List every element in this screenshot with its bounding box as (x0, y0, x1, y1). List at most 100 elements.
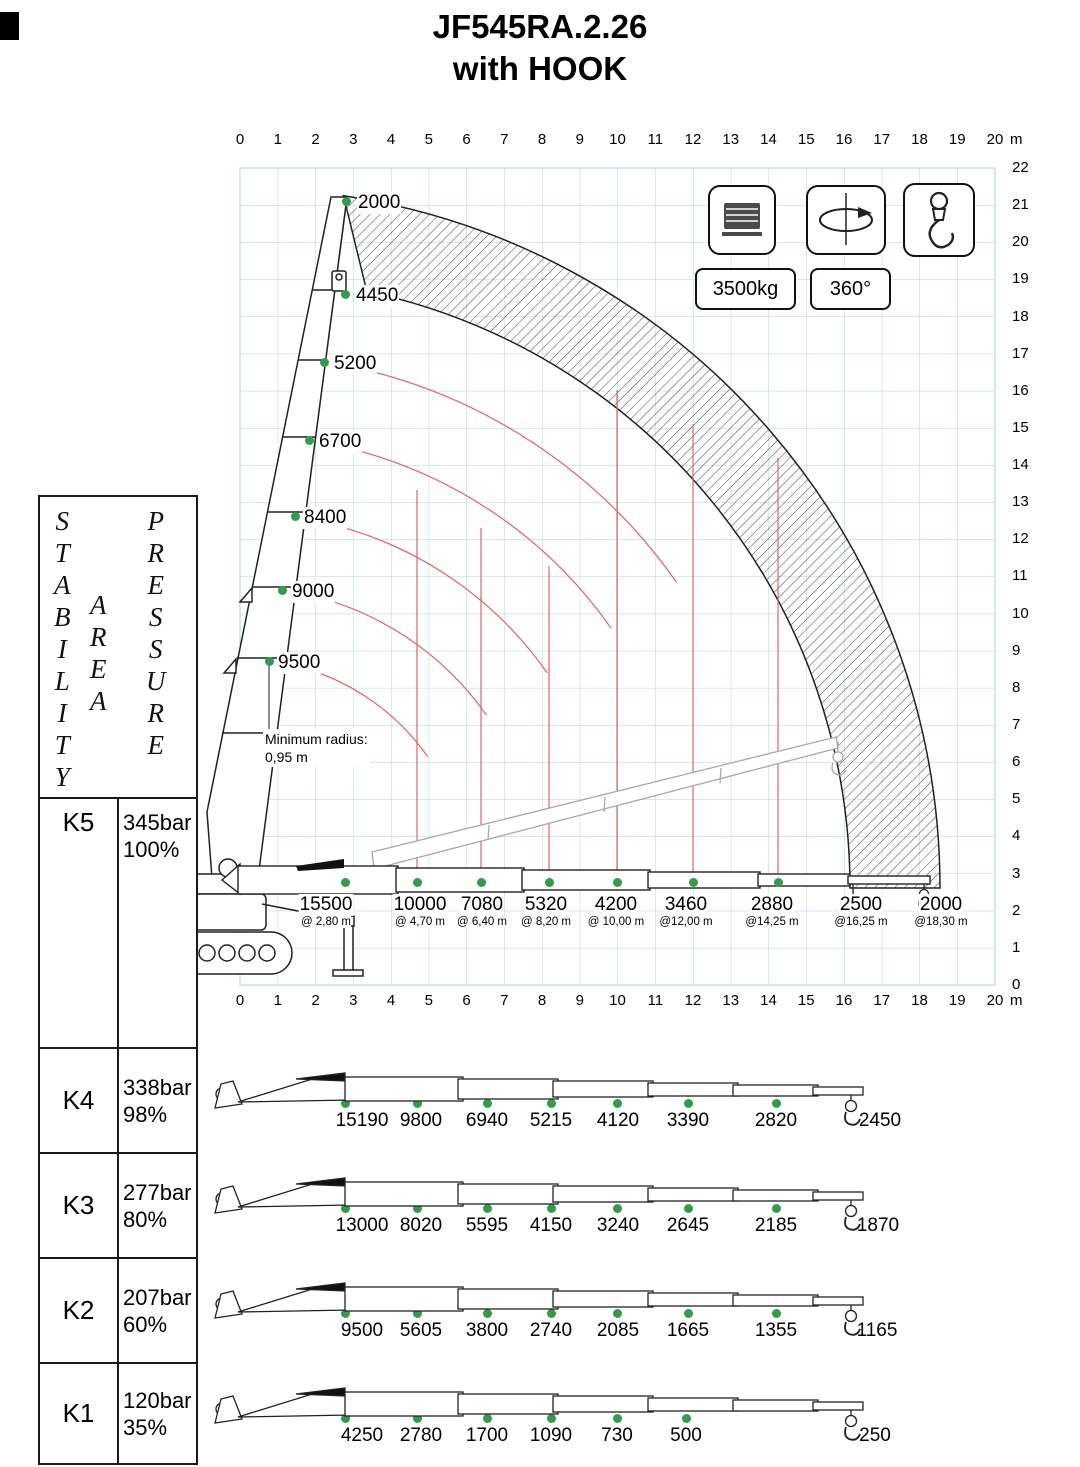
y-axis-tick: 21 (1012, 196, 1029, 214)
capacity-dot (476, 877, 486, 887)
boom-capacity-label: 6700 (318, 431, 363, 453)
x-axis-tick-top: 3 (349, 131, 358, 148)
capacity-dot (612, 1413, 622, 1423)
load-value: 8020 (398, 1215, 444, 1237)
y-axis-tick: 17 (1012, 344, 1029, 362)
x-axis-tick-top: 5 (424, 131, 433, 148)
x-axis-tick-bottom: 16 (835, 992, 853, 1009)
load-value: 9800 (398, 1110, 444, 1132)
x-axis-tick-bottom: 18 (911, 992, 928, 1009)
k5-pressure-cell: 345bar 100% (119, 797, 196, 1047)
capacity-dot (412, 1413, 422, 1423)
x-axis-tick-bottom: 19 (948, 992, 966, 1009)
radial-capacity-radius: @18,30 m (914, 916, 968, 928)
load-value: 3240 (595, 1215, 641, 1237)
load-value: 15190 (334, 1110, 390, 1132)
capacity-dot (290, 511, 300, 521)
x-axis-unit-top: m (1010, 131, 1023, 148)
k2-label: K2 (62, 1295, 95, 1325)
k1-percent: 35% (123, 1414, 168, 1440)
k4-cell: K4 (40, 1047, 119, 1152)
x-axis-tick-top: 20 (986, 131, 1004, 148)
x-axis-unit-bottom: m (1010, 992, 1023, 1009)
y-axis-tick: 14 (1012, 456, 1029, 474)
x-axis-tick-top: 19 (948, 131, 966, 148)
min-radius-note: Minimum radius: 0,95 m (263, 729, 370, 767)
y-axis-tick: 1 (1012, 938, 1021, 956)
y-axis-tick: 13 (1012, 493, 1029, 511)
load-value: 1700 (464, 1425, 510, 1447)
load-value: 4150 (528, 1215, 574, 1237)
hook-subtitle: with HOOK (452, 50, 628, 87)
scan-artifact (0, 12, 19, 40)
capacity-dot (681, 1413, 691, 1423)
x-axis-tick-bottom: 4 (386, 992, 396, 1009)
capacity-dot (546, 1308, 556, 1318)
capacity-dot (340, 1413, 350, 1423)
radial-capacity-radius: @ 2,80 m (300, 916, 352, 928)
hook-load-value: 250 (858, 1425, 892, 1447)
x-axis-tick-top: 14 (760, 131, 777, 148)
rotation-icon (806, 185, 886, 255)
load-value: 1355 (753, 1320, 799, 1342)
radial-capacity-radius: @16,25 m (834, 916, 888, 928)
x-axis-tick-bottom: 8 (537, 992, 547, 1009)
load-value: 2085 (595, 1320, 641, 1342)
y-axis-tick: 18 (1012, 307, 1029, 325)
x-axis-tick-top: 18 (911, 131, 928, 148)
boom-capacity-label: 4450 (355, 285, 400, 307)
capacity-dot (546, 1098, 556, 1108)
weight-block-icon (708, 185, 776, 255)
capacity-dot (340, 1203, 350, 1213)
capacity-dot (683, 1308, 693, 1318)
min-radius-value: 0,95 m (265, 749, 308, 765)
load-value: 2645 (665, 1215, 711, 1237)
y-axis-tick: 10 (1012, 604, 1029, 622)
capacity-dot (341, 196, 351, 206)
y-axis-tick: 5 (1012, 790, 1021, 808)
k4-pressure-cell: 338bar 98% (119, 1047, 196, 1152)
capacity-dot (612, 1308, 622, 1318)
capacity-dot (612, 1098, 622, 1108)
capacity-dot (771, 1308, 781, 1318)
capacity-dot (412, 877, 422, 887)
x-axis-tick-bottom: 3 (349, 992, 358, 1009)
radial-capacity-value: 4200 (593, 894, 639, 916)
y-axis-tick: 0 (1012, 975, 1021, 993)
load-value: 5595 (464, 1215, 510, 1237)
k3-pressure-cell: 277bar 80% (119, 1152, 196, 1257)
x-axis-tick-bottom: 5 (424, 992, 433, 1009)
x-axis-tick-bottom: 6 (462, 992, 471, 1009)
radial-capacity-value: 10000 (392, 894, 448, 916)
radial-capacity-value: 15500 (298, 894, 354, 916)
radial-capacity-value: 2880 (749, 894, 795, 916)
radial-capacity-value: 2000 (918, 894, 964, 916)
radial-capacity-value: 5320 (523, 894, 569, 916)
k2-pressure-cell: 207bar 60% (119, 1257, 196, 1362)
hook-icon (903, 183, 975, 257)
x-axis-tick-top: 16 (835, 131, 853, 148)
load-value: 4250 (339, 1425, 385, 1447)
capacity-dot (340, 1098, 350, 1108)
y-axis-tick: 3 (1012, 864, 1021, 882)
k5-pressure: 345bar (123, 810, 192, 835)
load-value: 730 (600, 1425, 634, 1447)
boom-cylinder (296, 859, 344, 871)
load-value: 3390 (665, 1110, 711, 1132)
x-axis-tick-top: 8 (537, 131, 547, 148)
x-axis-tick-top: 17 (873, 131, 891, 148)
radial-capacity-radius: @ 8,20 m (520, 916, 572, 928)
y-axis-tick: 16 (1012, 381, 1029, 399)
radial-capacity-radius: @ 10,00 m (587, 916, 645, 928)
k1-pressure-cell: 120bar 35% (119, 1362, 196, 1463)
radial-capacity-radius: @ 4,70 m (394, 916, 446, 928)
capacity-dot (546, 1413, 556, 1423)
capacity-dot (546, 1203, 556, 1213)
radial-capacity-radius: @ 6,40 m (456, 916, 508, 928)
min-radius-text: Minimum radius: (265, 731, 368, 747)
y-axis-tick: 12 (1012, 530, 1029, 548)
y-axis-tick: 2 (1012, 901, 1021, 919)
y-axis-tick: 6 (1012, 753, 1021, 771)
radial-capacity-radius: @14,25 m (745, 916, 799, 928)
